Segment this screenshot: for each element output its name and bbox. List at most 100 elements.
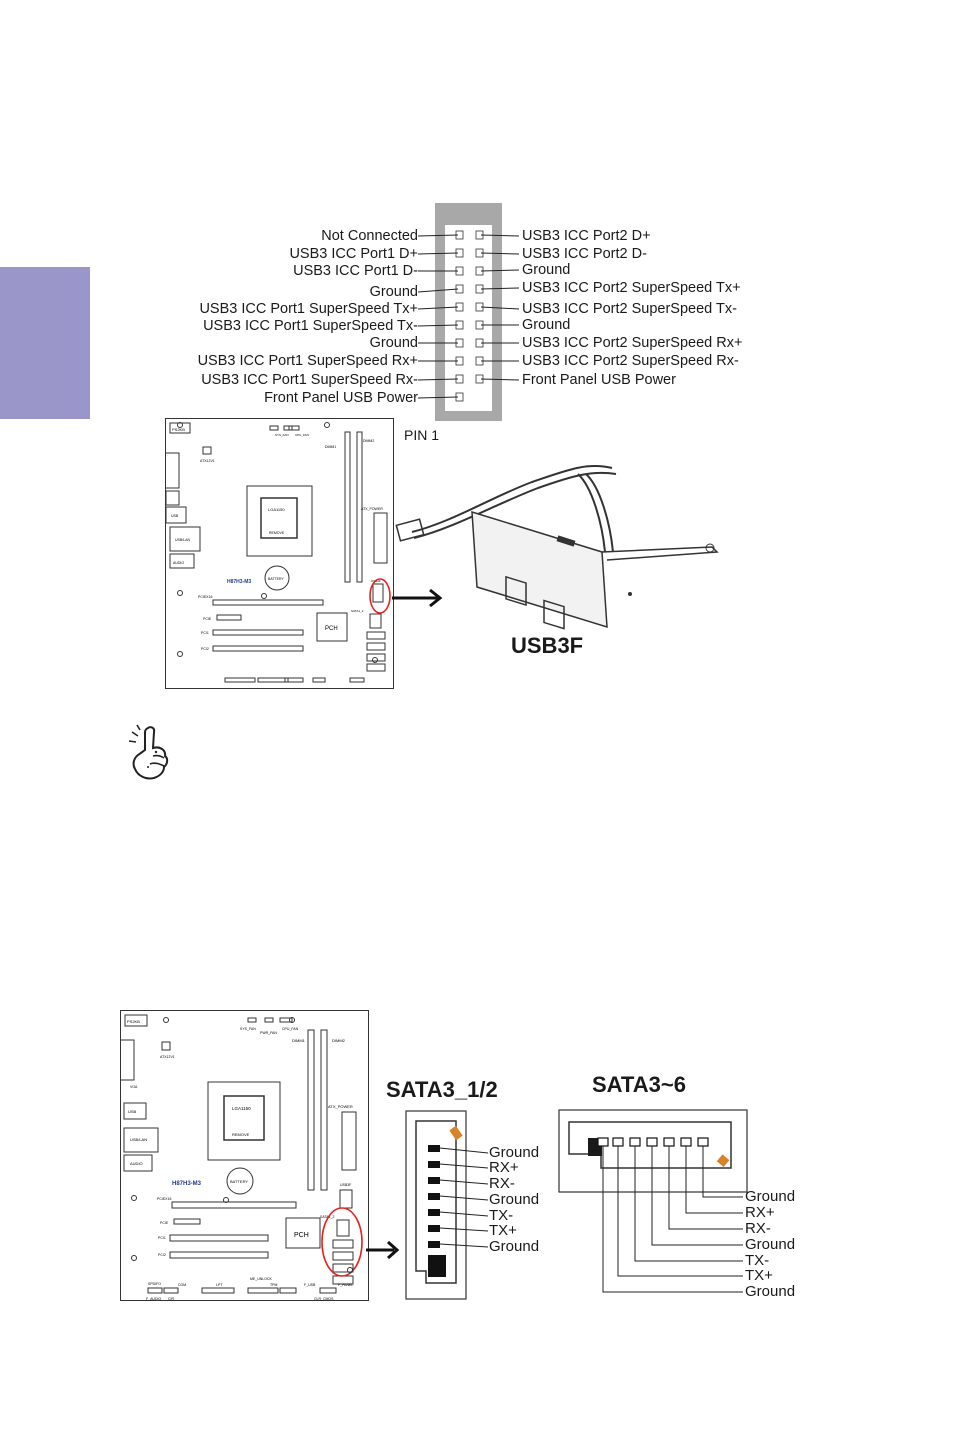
sata36-pin bbox=[646, 1137, 658, 1147]
header-right-pin-label: USB3 ICC Port2 D- bbox=[522, 246, 647, 262]
sata3-6-title: SATA3~6 bbox=[592, 1072, 686, 1097]
sata12-leader bbox=[439, 1147, 489, 1154]
sata36-leader bbox=[702, 1146, 743, 1198]
svg-text:PCIEX16: PCIEX16 bbox=[157, 1197, 171, 1201]
svg-text:LGA1150: LGA1150 bbox=[232, 1106, 251, 1111]
header-right-leader bbox=[480, 234, 520, 237]
svg-text:PCH: PCH bbox=[325, 626, 338, 632]
sata12-pin bbox=[428, 1193, 440, 1200]
svg-text:PCIE: PCIE bbox=[203, 617, 212, 621]
svg-text:REMOVE: REMOVE bbox=[232, 1132, 250, 1137]
svg-text:AUDIO: AUDIO bbox=[130, 1161, 143, 1166]
svg-text:TPM: TPM bbox=[270, 1283, 277, 1287]
svg-text:LPT: LPT bbox=[216, 1283, 223, 1287]
svg-text:F_PANEL: F_PANEL bbox=[338, 1283, 353, 1287]
svg-text:CPU_FAN: CPU_FAN bbox=[282, 1027, 299, 1031]
header-left-pin-label: USB3 ICC Port1 SuperSpeed Tx+ bbox=[199, 301, 418, 317]
svg-text:COM: COM bbox=[178, 1283, 186, 1287]
chapter-side-tab bbox=[0, 267, 90, 419]
sata36-pin bbox=[597, 1137, 609, 1147]
usb3f-title: USB3F bbox=[511, 633, 584, 658]
sata36-pin-label: RX+ bbox=[745, 1204, 775, 1221]
sata12-pin bbox=[428, 1241, 440, 1248]
sata12-pin bbox=[428, 1225, 440, 1232]
header-right-pin-label: USB3 ICC Port2 D+ bbox=[522, 228, 651, 244]
sata36-leader bbox=[685, 1146, 743, 1214]
svg-text:USB/LAN: USB/LAN bbox=[175, 538, 190, 542]
svg-text:USB3F: USB3F bbox=[340, 1183, 351, 1187]
sata-highlight-circle bbox=[321, 1207, 363, 1277]
sata36-pin-label: RX- bbox=[745, 1220, 771, 1237]
svg-text:USB/LAN: USB/LAN bbox=[130, 1137, 147, 1142]
sata12-pin-label: TX+ bbox=[489, 1222, 517, 1239]
svg-text:SPDIFO: SPDIFO bbox=[148, 1282, 161, 1286]
svg-text:PS2KB: PS2KB bbox=[127, 1019, 140, 1024]
motherboard-layout-bottom: PS2KB ATX12V1 SYS_FAN PWR_FAN CPU_FAN DI… bbox=[120, 1010, 369, 1301]
sata3-6-connector bbox=[558, 1109, 748, 1293]
header-left-pin-label: Ground bbox=[369, 335, 418, 351]
header-right-leader bbox=[480, 287, 520, 290]
svg-text:VGA: VGA bbox=[130, 1085, 138, 1089]
header-right-leader bbox=[480, 306, 520, 310]
sata36-pin-label: Ground bbox=[745, 1236, 796, 1253]
svg-text:PCIEX16: PCIEX16 bbox=[198, 595, 212, 599]
sata12-leader bbox=[439, 1163, 489, 1169]
svg-text:BATTERY: BATTERY bbox=[230, 1179, 248, 1184]
svg-text:DIMM1: DIMM1 bbox=[292, 1038, 306, 1043]
sata12-leader bbox=[439, 1195, 489, 1201]
sata12-pin bbox=[428, 1161, 440, 1168]
svg-text:CPU_FAN: CPU_FAN bbox=[295, 433, 309, 437]
usb3f-highlight-circle bbox=[369, 578, 391, 614]
svg-text:PCIE: PCIE bbox=[160, 1221, 169, 1225]
svg-text:H87H3-M3: H87H3-M3 bbox=[227, 579, 251, 585]
svg-text:SATA1_2: SATA1_2 bbox=[351, 609, 364, 613]
note-pointing-hand-icon bbox=[128, 724, 169, 780]
svg-text:LGA1150: LGA1150 bbox=[268, 507, 285, 512]
svg-text:PS2KB: PS2KB bbox=[172, 427, 185, 432]
svg-text:SYS_FAN: SYS_FAN bbox=[240, 1027, 256, 1031]
usb3-header-pinout-diagram bbox=[417, 203, 520, 421]
header-left-pin-label: Front Panel USB Power bbox=[264, 390, 418, 406]
sata36-leader bbox=[668, 1146, 743, 1230]
header-left-pin-label: Ground bbox=[369, 284, 418, 300]
header-right-leader bbox=[480, 269, 520, 272]
usb3f-bracket-illustration bbox=[395, 465, 719, 630]
header-right-pin-label: USB3 ICC Port2 SuperSpeed Rx+ bbox=[522, 335, 743, 351]
svg-text:ATX_POWER: ATX_POWER bbox=[361, 507, 383, 511]
sata36-leader bbox=[651, 1146, 743, 1246]
header-left-leader bbox=[417, 324, 459, 327]
sata36-pin-label: TX+ bbox=[745, 1267, 773, 1284]
header-left-leader bbox=[417, 288, 459, 293]
header-left-leader bbox=[417, 396, 459, 399]
sata12-key-block bbox=[428, 1255, 446, 1277]
sata36-pin bbox=[697, 1137, 709, 1147]
header-right-pin-label: USB3 ICC Port2 SuperSpeed Tx- bbox=[522, 301, 737, 317]
header-right-pin-label: USB3 ICC Port2 SuperSpeed Tx+ bbox=[522, 280, 741, 296]
header-left-pin-label: USB3 ICC Port1 D+ bbox=[289, 246, 418, 262]
svg-text:PCI1: PCI1 bbox=[201, 631, 209, 635]
svg-text:ME_UNLOCK: ME_UNLOCK bbox=[250, 1277, 272, 1281]
header-left-leader bbox=[417, 252, 459, 255]
pin1-label: PIN 1 bbox=[404, 427, 440, 443]
sata36-leader bbox=[634, 1146, 743, 1262]
header-left-leader bbox=[417, 378, 459, 381]
sata12-pin bbox=[428, 1145, 440, 1152]
sata36-pin bbox=[629, 1137, 641, 1147]
svg-text:BATTERY: BATTERY bbox=[268, 577, 284, 581]
header-left-pin-label: USB3 ICC Port1 SuperSpeed Tx- bbox=[203, 318, 418, 334]
arrow-to-sata bbox=[366, 1240, 400, 1260]
svg-text:PWR_FAN: PWR_FAN bbox=[260, 1031, 277, 1035]
svg-text:F_USB: F_USB bbox=[304, 1283, 316, 1287]
sata12-pin-label: Ground bbox=[489, 1238, 540, 1255]
svg-text:SATA1_2: SATA1_2 bbox=[320, 1215, 335, 1219]
sata12-pin-label: TX- bbox=[489, 1207, 514, 1224]
sata12-pin-label: RX+ bbox=[489, 1159, 519, 1176]
svg-text:ATX12V1: ATX12V1 bbox=[160, 1055, 175, 1059]
svg-text:CLR_CMOS: CLR_CMOS bbox=[314, 1297, 334, 1301]
header-left-leader bbox=[417, 234, 459, 237]
sata36-pin-label: TX- bbox=[745, 1252, 770, 1269]
svg-text:CIR: CIR bbox=[168, 1297, 175, 1301]
sata3-1-2-connector bbox=[405, 1110, 489, 1300]
svg-text:DIMM2: DIMM2 bbox=[363, 439, 374, 443]
sata3-1-2-title: SATA3_1/2 bbox=[386, 1077, 498, 1102]
